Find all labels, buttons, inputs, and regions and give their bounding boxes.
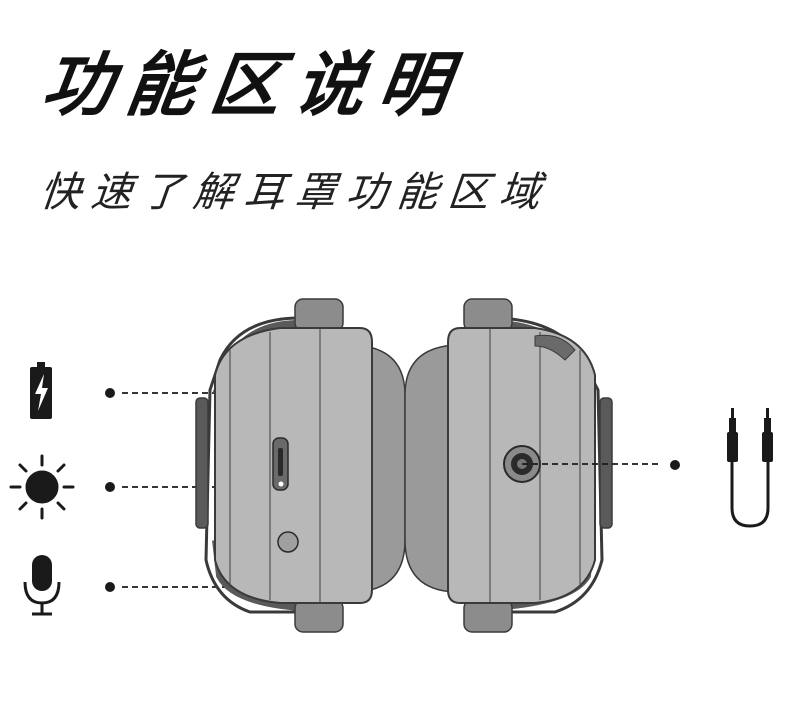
usb-charging-port xyxy=(272,437,289,491)
microphone-port xyxy=(277,531,299,553)
brightness-sun-icon xyxy=(9,454,75,520)
hinge-caps xyxy=(294,298,513,633)
right-side-strip xyxy=(599,397,613,529)
leader-line-right xyxy=(522,460,680,470)
left-side-strip xyxy=(195,397,209,529)
battery-charging-icon xyxy=(30,362,52,419)
aux-audio-cable-icon xyxy=(727,408,773,528)
left-ear-cup xyxy=(214,327,373,604)
microphone-icon xyxy=(23,555,61,616)
